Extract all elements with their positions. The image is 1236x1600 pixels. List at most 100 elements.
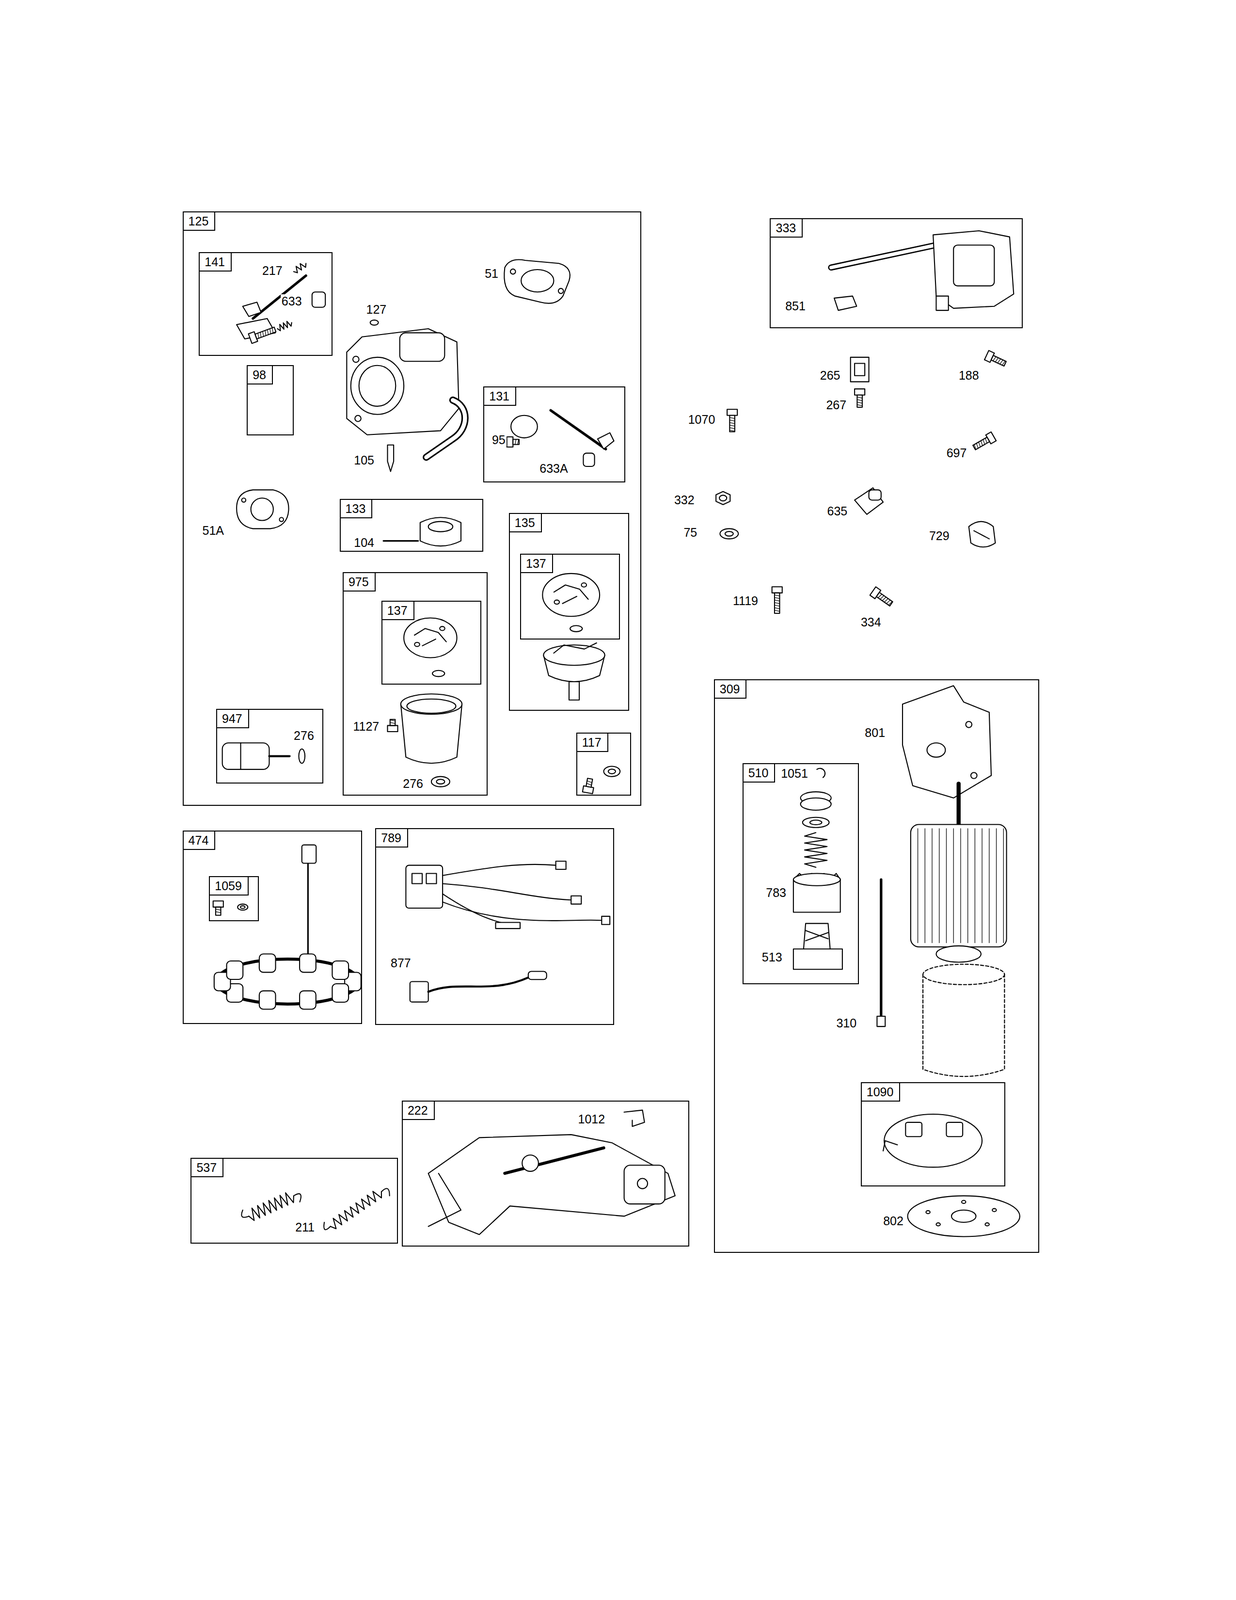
part-group-box: 3095101090 — [713, 679, 1040, 1252]
boot-drawing — [869, 489, 882, 500]
stator-pole — [332, 983, 349, 1002]
screw-head — [727, 409, 738, 416]
callout-number: 95 — [491, 432, 507, 447]
callout-number: 633 — [280, 294, 303, 308]
gasket-hole — [251, 497, 274, 521]
stator-pole — [226, 960, 244, 980]
armature-winding — [960, 828, 961, 943]
screw-thread — [973, 444, 977, 450]
solenoid-drawing — [222, 742, 270, 770]
pinion-gear — [793, 872, 841, 912]
stop-collar — [800, 797, 832, 810]
pinion-gear — [793, 872, 841, 886]
harness-wire — [442, 883, 571, 901]
screw-drawing — [387, 719, 398, 732]
harness-connector — [426, 872, 437, 884]
commutator-drawing — [935, 945, 982, 963]
part-group-box: 1090 — [860, 1081, 1006, 1187]
armature-winding — [938, 828, 940, 943]
starter-bracket — [902, 685, 992, 798]
screw-thread — [256, 332, 260, 339]
screw-shank — [254, 327, 276, 339]
screw-thread — [856, 404, 863, 406]
group-number: 137 — [382, 601, 415, 620]
washer-drawing — [725, 531, 734, 536]
screw-thread — [266, 329, 270, 335]
gasket-hole — [510, 269, 516, 275]
screw-thread — [999, 359, 1003, 365]
armature-shaft — [956, 783, 961, 824]
gasket-kit-drawing — [554, 600, 560, 604]
governor-linkage — [428, 1172, 461, 1226]
screw-thread — [975, 443, 980, 448]
screw-thread — [774, 610, 780, 612]
callout-number: 127 — [365, 302, 388, 317]
governor-hole — [522, 1154, 539, 1172]
drive-helix — [803, 923, 831, 950]
callout-number: 635 — [825, 504, 849, 518]
callout-number: 276 — [401, 776, 425, 791]
gasket-kit-drawing — [542, 573, 600, 617]
end-plate-hole — [984, 1222, 989, 1226]
screw-head — [854, 388, 865, 396]
solenoid-band — [239, 742, 241, 770]
screw-shank — [774, 592, 780, 614]
screw-drawing — [248, 324, 278, 344]
throttle-lever — [242, 301, 262, 317]
carburetor-body — [346, 328, 459, 435]
gasket-hole — [521, 269, 554, 292]
screw-thread — [997, 358, 1001, 364]
end-plate — [907, 1195, 1020, 1236]
spring-hook — [241, 1209, 249, 1218]
callout-number: 1051 — [779, 766, 809, 780]
float-bowl — [406, 698, 456, 714]
callout-number: 104 — [352, 535, 376, 550]
callout-number: 188 — [957, 368, 981, 382]
screw-thread — [517, 439, 519, 445]
callout-number: 105 — [352, 453, 376, 467]
brush-drawing — [946, 1122, 963, 1137]
screw-thread — [261, 331, 265, 337]
screw-thread — [515, 439, 517, 445]
ignition-coil-tab — [935, 296, 949, 311]
washer-drawing — [608, 768, 616, 774]
group-number: 333 — [770, 219, 803, 238]
float-drawing — [428, 521, 453, 532]
screw-thread — [888, 600, 893, 606]
screw-drawing — [213, 900, 224, 915]
armature-winding — [953, 828, 954, 943]
screw-thread — [774, 607, 780, 609]
drive-helix — [793, 948, 843, 969]
screw-thread — [269, 328, 272, 334]
retaining-ring — [816, 768, 825, 778]
screw-thread — [729, 425, 735, 427]
screw-thread — [882, 596, 887, 602]
stator-ring — [216, 958, 360, 1004]
screw-head — [213, 900, 224, 907]
gasket-drawing — [504, 259, 571, 304]
screw-thread — [586, 783, 592, 786]
armature-drawing — [910, 824, 1007, 947]
screw-head — [507, 436, 514, 447]
callout-number: 75 — [682, 525, 698, 539]
armature-winding — [931, 828, 933, 943]
screw-drawing — [971, 431, 997, 452]
callout-number: 783 — [764, 885, 788, 900]
o-ring-drawing — [570, 625, 583, 632]
part-group-box: 222 — [401, 1100, 690, 1247]
screw-thread — [390, 722, 396, 724]
group-number: 137 — [521, 554, 554, 573]
callout-number: 1012 — [576, 1111, 606, 1126]
screw-thread — [774, 600, 780, 602]
gasket-kit-drawing — [403, 617, 457, 658]
bowl-stem — [569, 681, 580, 700]
harness-wire — [442, 901, 602, 920]
callout-number: 801 — [863, 725, 887, 740]
armature-winding — [974, 828, 976, 943]
clip-drawing — [834, 296, 857, 311]
fuel-tube — [426, 399, 465, 458]
screw-shank — [586, 777, 593, 787]
stator-pole — [259, 990, 276, 1010]
screw-thread — [977, 442, 982, 447]
